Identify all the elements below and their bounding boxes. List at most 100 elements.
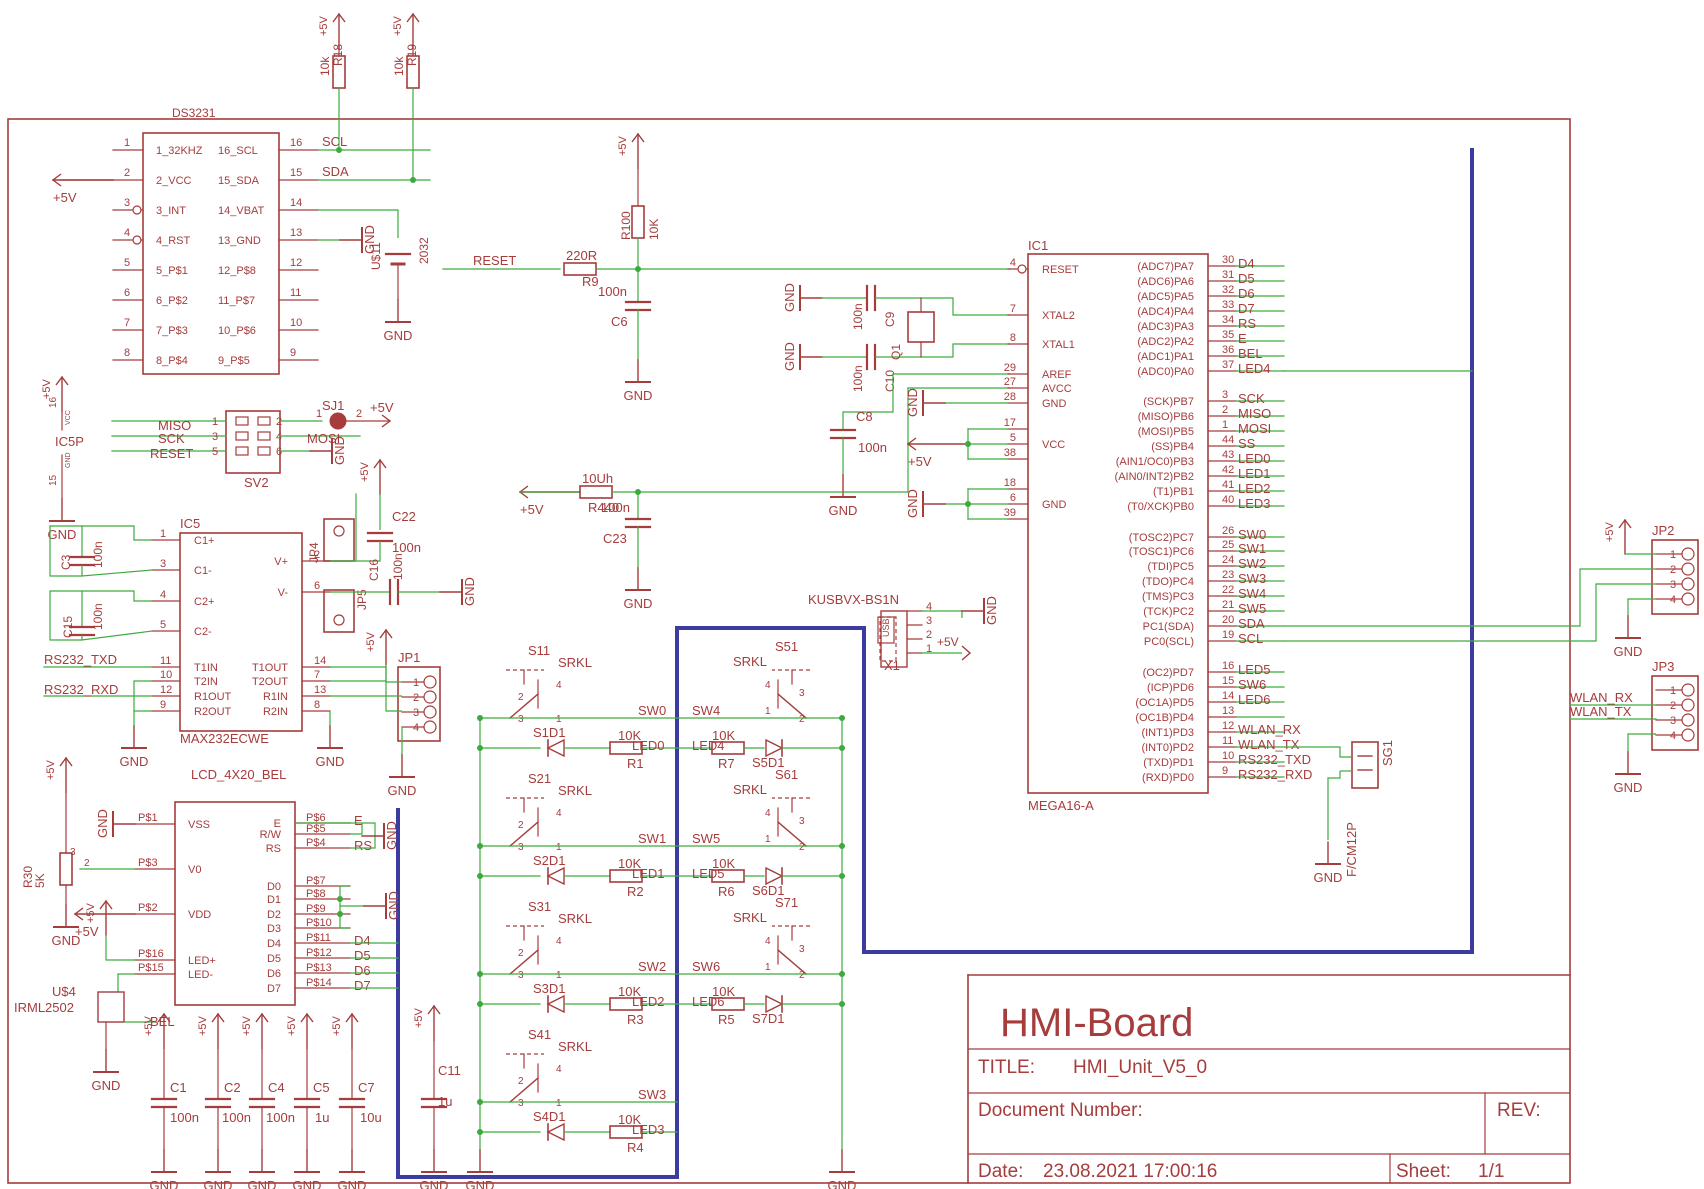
max232-value: MAX232ECWE [180,731,269,746]
jp2-pad [1681,547,1695,561]
switch-value: SRKL [558,783,592,798]
mcu-pin-name: (SCK)PB7 [1143,396,1194,408]
sheet-label: Sheet: [1396,1161,1451,1182]
supply-symbol: +5V [331,1012,359,1049]
switch-net-label: SW1 [638,831,666,846]
lcd-pin-name: D1 [267,894,281,906]
gnd-symbol: GND [339,225,377,254]
mcu-pin-name: (INT0)PD2 [1141,742,1194,754]
ds3231-pin-name: 16_SCL [218,145,258,157]
supply-label: +5V [45,759,57,780]
led-name: S7D1 [752,1011,785,1026]
gnd-label: GND [384,821,399,850]
gnd-symbol: GND [309,436,347,465]
mcu-pin-number: 43 [1222,449,1234,461]
gnd-symbol: GND [384,299,413,343]
gnd-label: GND [624,596,653,611]
c22-name: C22 [392,509,416,524]
mcu-pin-name: (ADC6)PA6 [1137,276,1194,288]
mcu-net-label: LED3 [1238,496,1271,511]
ds3231-pin-name: 13_GND [218,235,261,247]
jp1-body [397,666,441,742]
net-label-reset: RESET [473,253,516,268]
fet-name: U$4 [52,984,76,999]
switch-pin-number: 1 [556,1098,562,1109]
mcu-pin-name: (TOSC2)PC7 [1129,532,1194,544]
lcd-pin-number: P$9 [306,903,326,915]
isp-name: SV2 [244,475,269,490]
mcu-net-label: SCK [1238,391,1265,406]
led-triangle [765,738,784,758]
isp-pin-pad [257,446,271,456]
max232-pin-number: 4 [160,589,166,601]
net-label-rs232-txd: RS232_TXD [44,652,117,667]
c6-capacitor [624,300,652,312]
lcd-pin-name: V0 [188,864,201,876]
mcu-pin-number: 34 [1222,314,1234,326]
led-plus-wire [105,935,135,961]
max232-pin-name: C2+ [194,596,215,608]
gnd-label: GND [248,1178,277,1189]
sda-junction [410,177,416,183]
switch-pin-number: 3 [518,970,524,981]
gnd-label: GND [384,328,413,343]
ds3231-pin-number: 15 [290,167,302,179]
jp3-gnd-wire [1627,733,1656,752]
buzzer-name: SG1 [1380,740,1395,766]
supply-symbol: +5V [45,756,73,793]
lcd-data-junction [337,911,343,917]
gnd-label: GND [1614,644,1643,659]
led-name: S3D1 [533,981,566,996]
max232-pin-name: R1OUT [194,691,232,703]
ds3231-name: DS3231 [172,106,216,120]
c3-wire [81,525,152,557]
mcu-pin-number: 6 [1010,492,1016,504]
ds3231-pin-name: 12_P$8 [218,265,256,277]
mcu-pin-name: (OC1A)PD5 [1135,697,1194,709]
mcu-pin-number: 4 [1010,257,1016,269]
switch-pin-number: 4 [765,680,771,691]
mcu-pin-name: (ADC3)PA3 [1137,321,1194,333]
mcu-pin-name: (MOSI)PB5 [1138,426,1194,438]
isp-pin-number: 6 [276,446,282,458]
supply-label: +5V [331,1015,343,1036]
supply-arrow [55,375,69,386]
r18-value: 10k [318,56,332,76]
mcu-net-label: MISO [1238,406,1271,421]
title-label: TITLE: [978,1057,1035,1078]
mcu-pin-number: 18 [1004,477,1016,489]
lcd-pin-number: P$2 [138,902,158,914]
mcu-pin-name: (OC2)PD7 [1143,667,1194,679]
max232-pin-number: 12 [160,684,172,696]
c9-value: 100n [851,303,865,330]
jp2-gnd-wire [1627,598,1656,616]
max232-pin-name: R2IN [263,706,288,718]
lcd-net-label: E [354,813,363,828]
sj1-name: SJ1 [322,398,344,413]
mcu-pin-name: (AIN1/OC0)PB3 [1116,456,1194,468]
supply-arrow [51,173,62,187]
mcu-pin-number: 20 [1222,614,1234,626]
led-triangle [546,994,565,1014]
jp1-pad [423,705,437,719]
switch-lever [777,821,807,847]
usb-pin-number: 1 [926,643,932,655]
supply-arrow [59,756,73,767]
switch-pin-number: 1 [556,714,562,725]
mcu-pin-name: (RXD)PD0 [1142,772,1194,784]
mcu-net-label: SW3 [1238,571,1266,586]
max232-pin-number: 10 [160,669,172,681]
gnd-label: GND [92,1078,121,1093]
c16-name: C16 [367,559,381,581]
supply-label: +5V [617,135,629,156]
gnd-label: GND [388,783,417,798]
switch-pin-number: 1 [556,970,562,981]
mcu-net-label: MOSI [1238,421,1271,436]
switch-lever [777,693,807,719]
led-net-label: LED0 [632,738,665,753]
gnd-label: GND [624,388,653,403]
mcu-net-label: E [1238,331,1247,346]
